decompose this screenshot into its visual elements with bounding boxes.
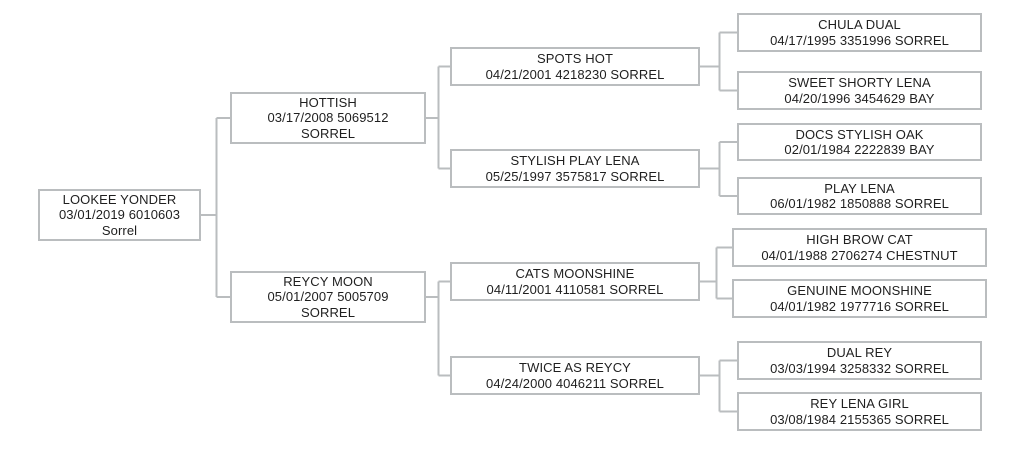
horse-details: 03/03/1994 3258332 SORREL [770,360,949,376]
horse-name: REY LENA GIRL [810,396,909,411]
horse-details: SORREL [300,304,356,320]
horse-details: 03/08/1984 2155365 SORREL [770,411,949,427]
horse-details: 05/25/1997 3575817 SORREL [485,168,665,184]
connector-cats-moonshine [700,246,732,300]
horse-details: 04/01/1982 1977716 SORREL [770,298,949,314]
horse-details: 03/17/2008 5069512 [267,110,389,126]
horse-name: SWEET SHORTY LENA [788,75,931,90]
horse-name: HOTTISH [299,94,357,110]
horse-details: 04/01/1988 2706274 CHESTNUT [761,247,958,263]
horse-name: HIGH BROW CAT [806,232,913,247]
horse-details: 04/24/2000 4046211 SORREL [486,375,664,391]
connector-lookee-yonder [201,117,230,298]
horse-name: DUAL REY [826,345,893,360]
horse-name: PLAY LENA [824,180,895,196]
horse-details: 04/17/1995 3351996 SORREL [770,32,949,48]
horse-name: SPOTS HOT [536,51,614,66]
horse-details: 03/01/2019 6010603 [58,207,181,223]
horse-details: SORREL [300,125,356,141]
horse-name: CHULA DUAL [818,17,901,32]
horse-name: CATS MOONSHINE [515,266,635,281]
horse-name: LOOKEE YONDER [62,191,177,207]
horse-name: STYLISH PLAY LENA [510,153,640,168]
horse-name: DOCS STYLISH OAK [795,126,924,142]
horse-name: TWICE AS REYCY [519,360,631,375]
horse-details: 05/01/2007 5005709 [267,289,389,305]
horse-name: REYCY MOON [283,273,373,289]
horse-details: 04/11/2001 4110581 SORREL [486,281,664,297]
horse-details: 06/01/1982 1850888 SORREL [770,196,949,211]
horse-name: GENUINE MOONSHINE [787,283,932,298]
connector-spots-hot [700,31,737,92]
horse-details: 04/20/1996 3454629 BAY [784,90,935,106]
horse-details: 02/01/1984 2222839 BAY [784,142,935,157]
horse-details: 04/21/2001 4218230 SORREL [485,66,665,82]
connector-twice-as-reycy [700,359,737,413]
connector-hottish [426,65,450,170]
connector-stylish-play-lena [700,141,737,197]
horse-details: Sorrel [101,222,138,238]
connector-reycy-moon [426,280,450,377]
